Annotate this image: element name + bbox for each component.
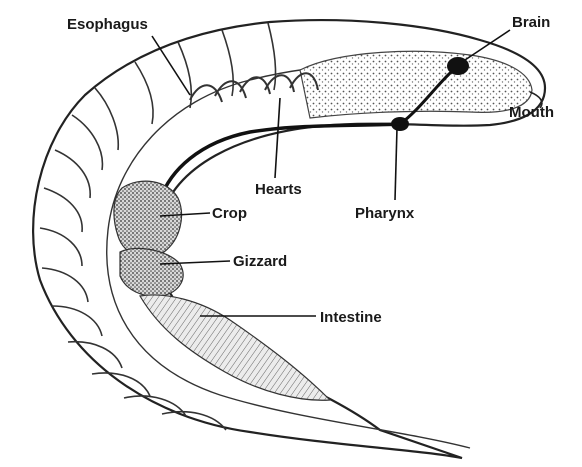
label-pharynx: Pharynx: [355, 205, 415, 222]
label-mouth: Mouth: [509, 104, 554, 121]
crop-organ: [114, 181, 182, 257]
label-brain: Brain: [512, 14, 550, 31]
label-crop: Crop: [212, 205, 247, 222]
label-hearts: Hearts: [255, 181, 302, 198]
label-intestine: Intestine: [320, 309, 382, 326]
label-esophagus: Esophagus: [67, 16, 148, 33]
label-gizzard: Gizzard: [233, 253, 287, 270]
